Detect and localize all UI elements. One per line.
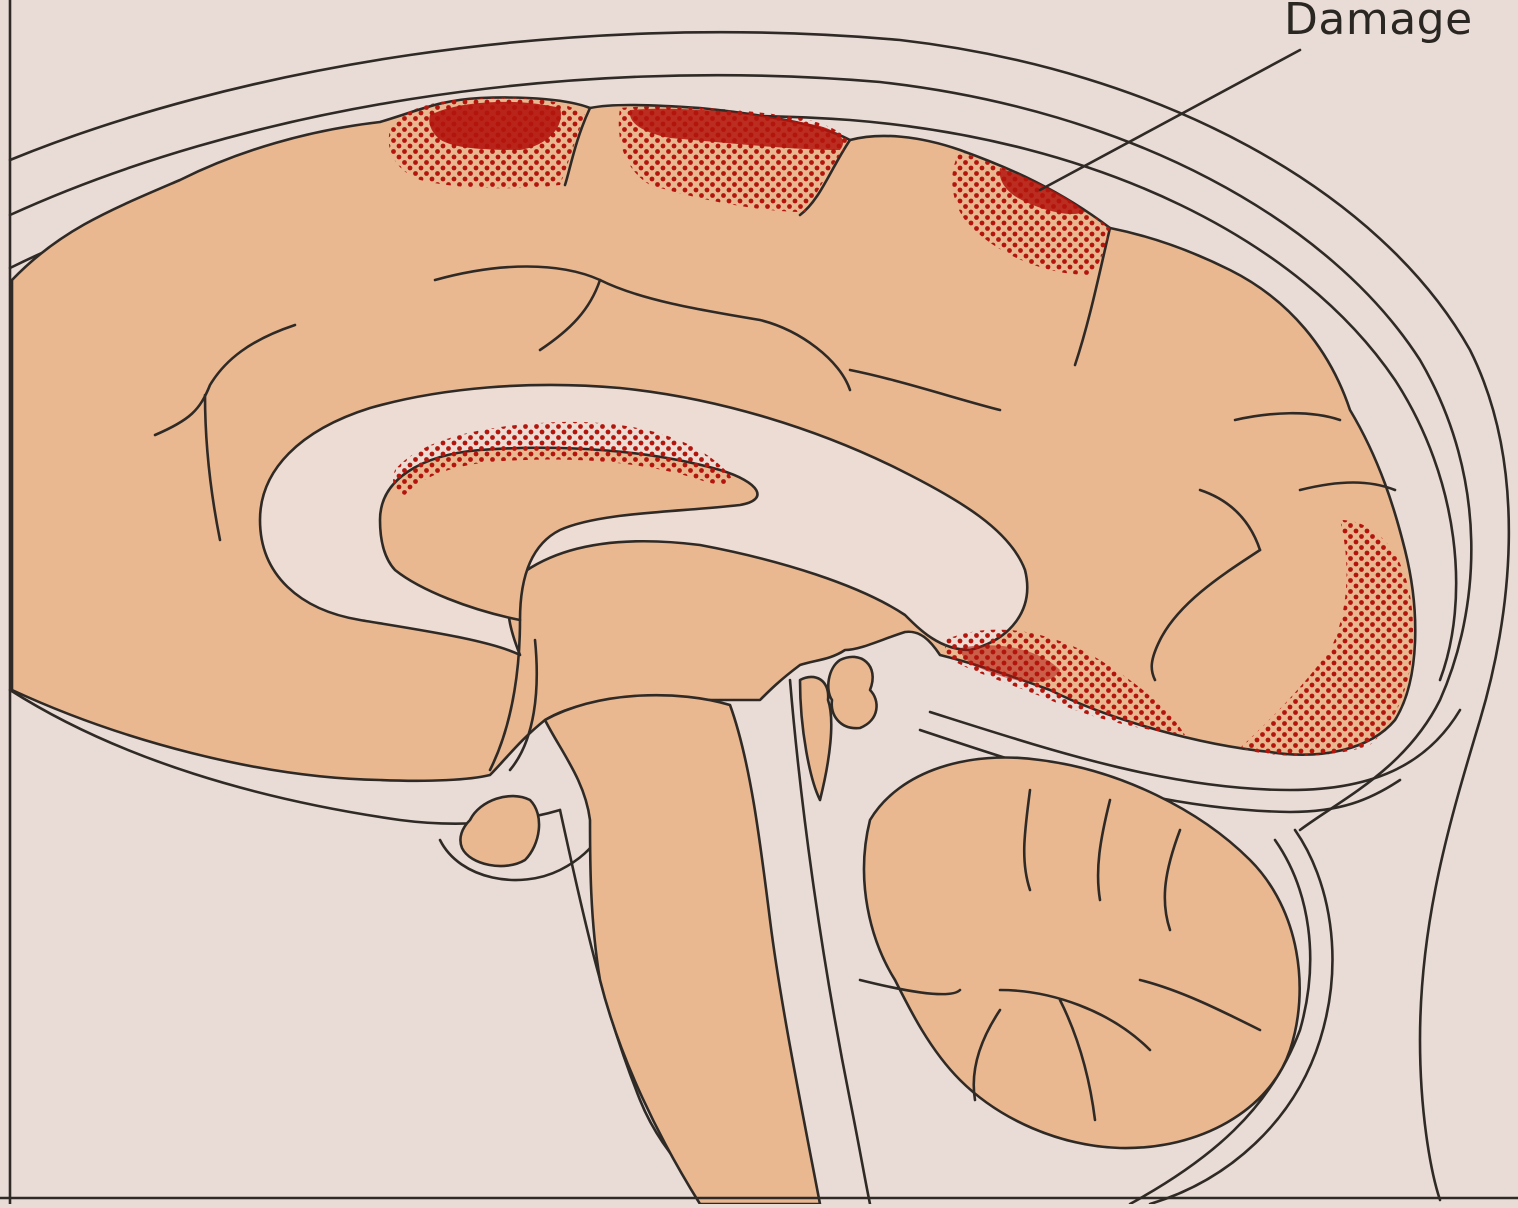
damage-label: Damage: [1284, 0, 1473, 45]
pituitary: [460, 796, 539, 866]
cerebellum: [864, 758, 1300, 1149]
tectum: [800, 677, 831, 800]
damage-region-frontal-top-core: [429, 102, 561, 150]
damage-leader-line: [1040, 50, 1300, 190]
pineal: [828, 657, 876, 728]
midbrain: [545, 695, 820, 1204]
